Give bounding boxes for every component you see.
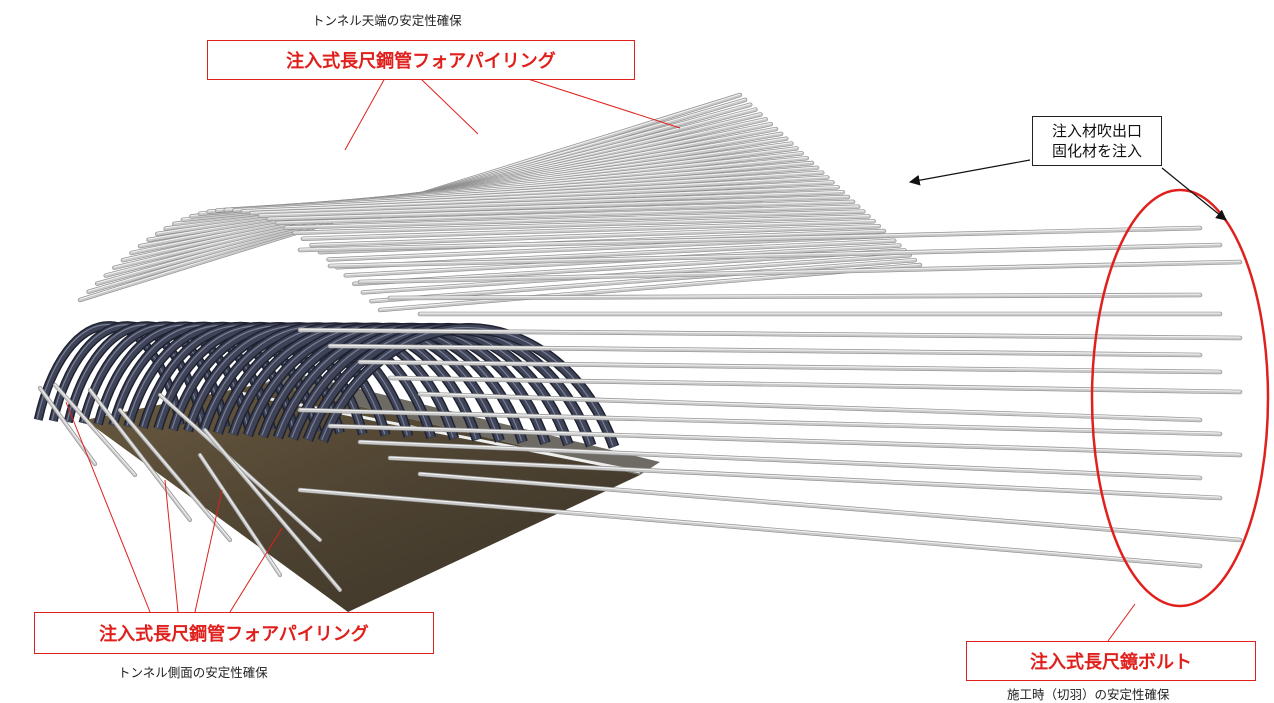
face-bolt-shade [358, 360, 1222, 374]
face-bolt-shade [388, 456, 1222, 500]
label-side-forepiling: 注入式長尺鋼管フォアパイリング [34, 612, 434, 654]
leader-line-side [229, 527, 283, 613]
crown-forepiling-pipe-highlight [259, 195, 849, 216]
face-bolt-shade [388, 376, 1242, 394]
face-bolt-shade [298, 328, 1242, 340]
caption-face-stability: 施工時（切羽）の安定性確保 [1007, 687, 1170, 702]
crown-forepiling-pipe-highlight [233, 181, 834, 210]
side-forepiling-pipe-shade [158, 393, 322, 542]
face-bolt-shade [418, 392, 1202, 422]
label-crown-forepiling: 注入式長尺鋼管フォアパイリング [207, 40, 635, 80]
face-bolts [297, 225, 1243, 569]
side-forepiling-pipe-shade [203, 428, 342, 592]
face-bolt-highlight [359, 260, 1241, 282]
crown-forepiling-pipe-highlight [302, 220, 875, 239]
face-bolt-highlight [329, 344, 1201, 355]
face-bolt-highlight-ellipse [1090, 188, 1270, 608]
face-bolt-shade [358, 260, 1242, 284]
face-bolt-shade [328, 243, 1222, 268]
face-bolt-highlight [359, 360, 1221, 372]
side-forepiling-pipe-shade [53, 383, 137, 477]
crown-forepiling-pipe-highlight [268, 200, 854, 219]
face-bolt-shade [298, 226, 1202, 252]
steel-rib-edge [321, 326, 614, 447]
leader-line-crown [344, 77, 386, 151]
face-bolt-highlight [329, 243, 1221, 266]
crown-forepiling-pipe-shade [249, 190, 845, 215]
face-bolt-highlight [419, 392, 1201, 420]
steel-ribs [33, 321, 620, 449]
crown-forepiling-pipe-highlight [285, 210, 864, 228]
crown-forepiling-pipe-highlight [310, 224, 880, 245]
face-bolt-highlight [299, 328, 1241, 338]
face-bolt-highlight [389, 376, 1241, 392]
crown-forepiling-pipe-shade [266, 200, 855, 221]
note-line-1: 注入材吹出口 [1051, 122, 1142, 140]
note-line-2: 固化材を注入 [1051, 142, 1142, 160]
side-forepiling-pipe-highlight [54, 383, 136, 475]
crown-forepiling-pipe-shade [309, 224, 881, 247]
face-bolt-shade [418, 472, 1242, 542]
crown-forepiling-pipe-highlight [370, 258, 916, 301]
crown-forepiling-pipe-shade [284, 209, 866, 230]
face-bolt-shade [298, 408, 1222, 436]
side-forepiling-pipe-highlight [204, 428, 341, 590]
outlet-arrow-2 [1161, 167, 1227, 221]
face-bolt-highlight [419, 472, 1241, 540]
crown-forepiling-pipe-shade [301, 219, 876, 241]
crown-forepiling-pipe-highlight [225, 176, 828, 210]
crown-forepiling-pipe-highlight [276, 205, 859, 223]
face-bolt-highlight [389, 293, 1201, 298]
leader-line-side [194, 489, 223, 613]
side-forepiling-pipe-highlight [159, 393, 321, 540]
caption-side-stability: トンネル側面の安定性確保 [118, 665, 268, 680]
crown-forepiling-pipe-shade [369, 258, 917, 303]
crown-forepiling-pipe-highlight [250, 190, 844, 213]
side-forepiling-pipe-highlight [199, 453, 281, 575]
face-bolt-highlight [329, 424, 1241, 455]
face-bolt-highlight [299, 488, 1201, 566]
face-bolt-shade [328, 344, 1202, 357]
crown-forepiling-pipe-shade [292, 214, 871, 235]
side-forepiling-pipe-shade [118, 408, 232, 542]
side-forepiling-pipe-highlight [119, 408, 231, 540]
face-bolt-highlight [389, 456, 1221, 498]
crown-forepiling-pipe-shade [275, 205, 860, 225]
crown-forepiling-pipes [77, 92, 923, 313]
face-bolt-highlight [299, 408, 1221, 434]
side-forepiling-pipe-shade [88, 388, 192, 522]
outlet-arrow [908, 159, 1031, 186]
face-bolt-highlight [299, 226, 1201, 250]
face-bolt-shade [328, 424, 1242, 457]
face-bolt-shade [388, 293, 1202, 300]
crown-forepiling-pipe-shade [258, 195, 850, 218]
crown-forepiling-pipe-shade [241, 185, 840, 213]
crown-forepiling-pipe-highlight [242, 186, 839, 211]
face-bolt-highlight [359, 440, 1201, 478]
face-bolt-shade [358, 440, 1202, 480]
leader-line-side [164, 479, 179, 613]
leader-line-face [1107, 603, 1136, 642]
side-forepiling-pipe-highlight [89, 388, 191, 520]
face-bolt-shade [298, 488, 1202, 568]
caption-crown-stability: トンネル天端の安定性確保 [312, 13, 462, 28]
leader-line-side [65, 401, 151, 613]
leader-line-crown [419, 77, 479, 135]
note-grout-outlet: 注入材吹出口 固化材を注入 [1032, 116, 1162, 166]
crown-forepiling-pipe-highlight [293, 215, 870, 233]
crown-forepiling-pipe-highlight [362, 254, 911, 293]
label-face-bolt: 注入式長尺鏡ボルト [966, 641, 1256, 681]
